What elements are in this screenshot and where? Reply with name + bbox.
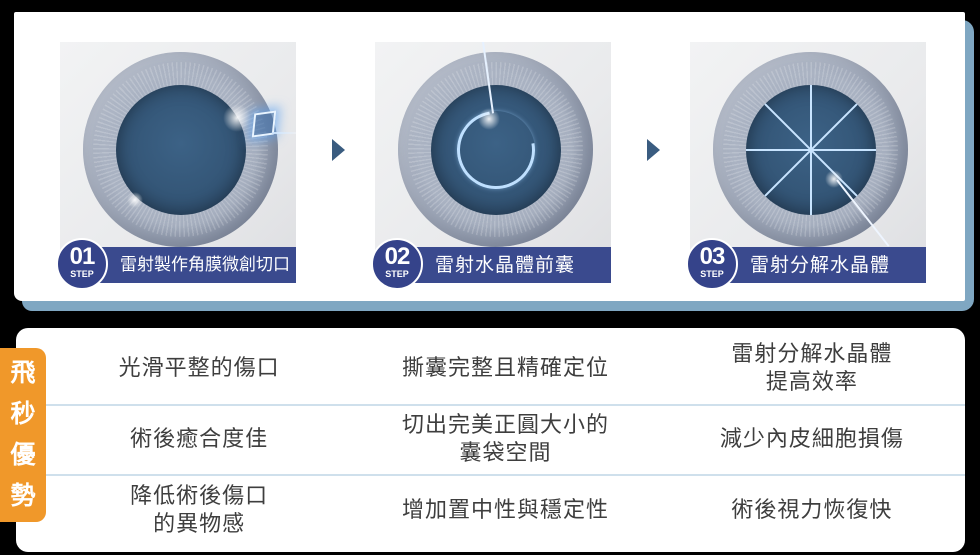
table-cell: 切出完美正圓大小的囊袋空間: [401, 413, 609, 466]
step-label: STEP: [70, 269, 94, 279]
table-row: 光滑平整的傷口 撕囊完整且精確定位 雷射分解水晶體提高效率: [46, 335, 965, 403]
step-number: 02: [384, 243, 411, 270]
step-caption: 雷射分解水晶體: [720, 247, 926, 283]
tag-char: 勢: [10, 481, 36, 510]
step-3: 03 STEP 雷射分解水晶體: [686, 42, 926, 290]
tag-char: 優: [10, 440, 36, 469]
eye-icon: [398, 52, 593, 247]
next-arrow-icon: [647, 139, 660, 161]
glint: [478, 108, 500, 130]
step-2: 02 STEP 雷射水晶體前囊: [371, 42, 611, 290]
glint: [127, 192, 143, 208]
table-row: 術後癒合度佳 切出完美正圓大小的囊袋空間 減少內皮細胞損傷: [46, 406, 965, 474]
table-cell: 撕囊完整且精確定位: [401, 356, 609, 381]
table-cell: 術後視力恢復快: [731, 498, 893, 523]
step-number: 01: [69, 243, 96, 270]
tag-char: 秒: [10, 399, 36, 428]
step-badge: 03 STEP: [686, 238, 738, 290]
step-badge: 01 STEP: [56, 238, 108, 290]
eye-icon: [83, 52, 278, 247]
steps-card: 01 STEP 雷射製作角膜微創切口 02 STEP 雷射水晶體前囊: [14, 12, 965, 301]
advantages-table: [16, 328, 965, 552]
table-cell: 術後癒合度佳: [130, 427, 269, 452]
table-cell: 光滑平整的傷口: [118, 356, 280, 381]
table-cell: 增加置中性與穩定性: [401, 498, 609, 523]
step-1-illustration: [60, 42, 296, 270]
step-caption: 雷射製作角膜微創切口: [90, 247, 296, 283]
eye-icon: [713, 52, 908, 247]
pupil: [745, 84, 876, 215]
laser-beam: [272, 132, 296, 134]
step-2-illustration: [375, 42, 611, 270]
row-divider: [46, 404, 965, 406]
pupil: [430, 84, 561, 215]
row-divider: [46, 474, 965, 476]
table-cell: 減少內皮細胞損傷: [719, 427, 904, 452]
table-cell: 降低術後傷口的異物感: [130, 484, 269, 537]
step-caption: 雷射水晶體前囊: [405, 247, 611, 283]
next-arrow-icon: [332, 139, 345, 161]
step-label: STEP: [700, 269, 724, 279]
glint: [223, 104, 251, 132]
step-label: STEP: [385, 269, 409, 279]
table-cell: 雷射分解水晶體提高效率: [731, 342, 893, 395]
step-3-illustration: [690, 42, 926, 270]
fragmentation-lines-icon: [745, 84, 876, 215]
advantages-tag: 飛 秒 優 勢: [0, 348, 46, 522]
step-number: 03: [699, 243, 726, 270]
table-row: 降低術後傷口的異物感 增加置中性與穩定性 術後視力恢復快: [46, 476, 965, 546]
step-1: 01 STEP 雷射製作角膜微創切口: [56, 42, 296, 290]
tag-char: 飛: [10, 358, 36, 387]
step-badge: 02 STEP: [371, 238, 423, 290]
